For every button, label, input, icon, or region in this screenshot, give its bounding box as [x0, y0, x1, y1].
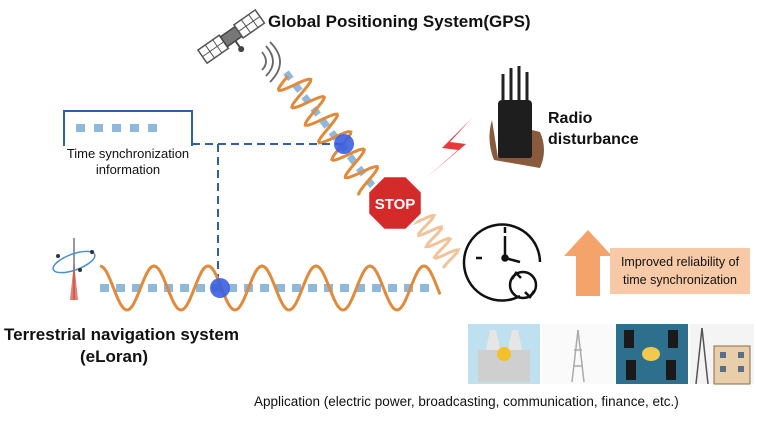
signal-waves-icon	[261, 41, 281, 83]
gps-signal-wave	[276, 75, 380, 196]
broadcast-tower-icon	[542, 324, 614, 384]
clock-sync-icon	[462, 223, 542, 302]
improved-line2: time synchronization	[623, 273, 737, 287]
eloran-dot	[388, 284, 397, 292]
lightning-bolt-icon	[426, 118, 472, 178]
eloran-label: Terrestrial navigation system (eLoran)	[4, 324, 239, 368]
radio-label-line1: Radio	[548, 110, 593, 127]
eloran-dot	[116, 284, 125, 292]
eloran-label-line1: Terrestrial navigation system	[4, 325, 239, 344]
radio-label-line2: disturbance	[548, 131, 639, 148]
improved-line1: Improved reliability of	[620, 255, 740, 269]
radio-jammer-icon	[489, 66, 544, 168]
eloran-signal-dots	[100, 284, 429, 292]
communication-server-icon	[616, 324, 688, 384]
eloran-dot	[356, 284, 365, 292]
gps-title: Global Positioning System(GPS)	[268, 12, 531, 31]
gps-dot	[283, 70, 294, 81]
gps-disturbed-wave	[407, 212, 461, 269]
eloran-dot	[372, 284, 381, 292]
eloran-dot	[420, 284, 429, 292]
time-sync-label-line2: information	[95, 162, 161, 177]
gps-sync-marker	[334, 134, 354, 154]
eloran-dot	[228, 284, 237, 292]
power-plant-icon	[468, 324, 540, 384]
radio-disturbance-label: Radio disturbance	[548, 108, 668, 150]
time-sync-label-line1: Time synchronization	[66, 146, 190, 161]
eloran-dot	[260, 284, 269, 292]
eloran-dot	[180, 284, 189, 292]
satellite-icon	[196, 8, 266, 65]
eloran-dot	[276, 284, 285, 292]
eloran-dot	[132, 284, 141, 292]
eloran-label-line2: (eLoran)	[80, 347, 148, 366]
eloran-dot	[308, 284, 317, 292]
eloran-dot	[292, 284, 301, 292]
stop-sign-text: STOP	[375, 196, 416, 213]
eloran-dot	[340, 284, 349, 292]
application-caption: Application (electric power, broadcastin…	[254, 394, 679, 409]
improved-reliability-box: Improved reliability of time synchroniza…	[610, 248, 750, 294]
eloran-tower-icon	[52, 238, 96, 300]
time-sync-dots	[76, 124, 157, 132]
finance-building-icon	[690, 324, 754, 385]
eloran-signal-wave	[99, 264, 442, 312]
time-sync-label: Time synchronization information	[46, 146, 210, 178]
stop-sign-icon	[366, 174, 424, 232]
eloran-dot	[404, 284, 413, 292]
up-arrow-icon	[564, 230, 612, 296]
eloran-dot	[196, 284, 205, 292]
eloran-sync-marker	[210, 278, 230, 298]
eloran-dot	[100, 284, 109, 292]
eloran-dot	[148, 284, 157, 292]
